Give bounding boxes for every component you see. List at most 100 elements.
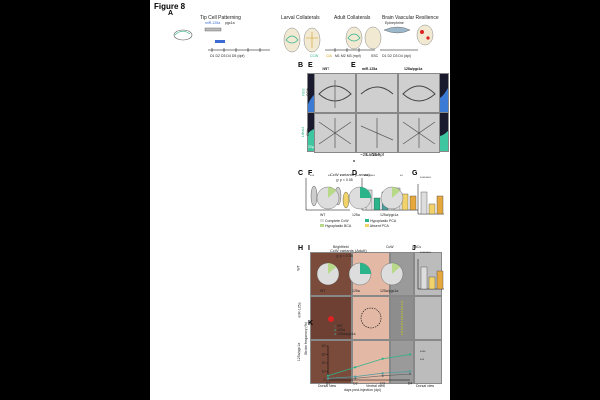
figure-title: Figure 8 [154,2,186,11]
panel-c-label: C [298,170,304,177]
panel-e-img-wt-cia [314,113,356,153]
panel-f-pie-125a: 125a [352,213,360,217]
panel-k-sig2: *** [420,358,425,362]
k-x-tick-label: D2 [353,382,358,386]
panel-b-col-mir: miR-125a [362,67,378,71]
panel-e-img-pgc-ccw [398,73,440,113]
panel-f-pie-wt: WT [320,213,326,217]
panel-h-bf-mir [310,296,352,340]
panel-f-stat: χ² p < 0.05 [336,178,353,182]
panel-f-title: CcW variants (Larvae) [330,172,370,177]
panel-h-footer-dorsal2: Dorsal view [416,384,435,388]
panel-f-pies [316,186,404,210]
k-x-tick-label: D4 [408,382,413,386]
panel-h-header-brightfield: Brightfield [333,245,349,249]
panel-a-ccw-label: CCW [310,54,319,58]
panel-e-placeholder [353,160,355,162]
panel-e-col-3: 125a/pgc1a [404,67,423,71]
k-series-line [327,354,411,377]
panel-d-label: D [352,170,358,177]
panel-e-col-2: miR-125a [362,67,378,71]
k-data-point [326,377,330,380]
pie-adult-wt [316,262,340,286]
k-data-point [381,374,384,377]
panel-h-ventral-pgc [352,340,390,384]
panel-c-sig1: *** [310,174,315,178]
panel-a-label: A [168,10,174,17]
panel-i-pie-pgc: 125a/pgc1a [380,289,399,293]
panel-e-img-wt-ccw [314,73,356,113]
k-data-point [381,372,384,375]
panel-a-timeline1: D1 D2 D3 D4 D5 (dpf) [210,54,245,58]
k-y-tick-label: 40 [322,344,326,348]
legend-125a-pgc1a: ● 125a/pgc1a [334,332,356,336]
panel-d-sig1: ******** [364,174,375,178]
panel-g-label: G [412,170,418,177]
panel-d-sig2: ** [400,174,403,178]
panel-k-xlabel: days post-injection (dpi) [344,388,381,392]
panel-a-section-1: Tip Cell Patterning [200,15,241,21]
panel-i-label: I [308,245,310,252]
panel-i-title: CcW variants (Adult) [330,248,367,253]
timeline1-ticks [211,48,261,52]
panel-i-pie-wt: WT [320,289,326,293]
panel-a-section-3: Adult Collaterals [334,15,371,21]
k-y-tick-label: 30 [322,353,326,357]
k-x-tick-label: D3 [380,382,385,386]
k-data-point [354,366,357,369]
panel-j-label: J [412,245,416,252]
k-data-point [354,377,357,380]
panel-a-timeline2: M1 M2 M3 (mpf) [335,54,361,58]
panel-h-footer-ventral: Ventral view [366,384,385,388]
pie-wt [316,186,340,210]
k-data-point [381,357,384,360]
pie-adult-125a-pgc1a [380,262,404,286]
panel-h-bf-pgc [310,340,352,384]
panel-f-pie-pgc: 125a/pgc1a [380,213,399,217]
panel-h-ccw-pgc [390,340,414,384]
k-y-tick-label: 20 [322,361,326,365]
pie-125a-pgc1a [380,186,404,210]
panel-g-sig: ******** [420,176,431,180]
k-y-tick-label: 0 [324,378,326,382]
panel-j-plot [417,259,444,290]
k-series-line [327,373,411,380]
panel-h-sbc-mir [414,296,442,340]
panel-a-schematic [173,24,434,53]
panel-e-row-ccw: CCW [306,87,311,97]
panel-b-label: B [298,62,304,69]
panel-b-col-wt: WT [322,67,328,71]
panel-e-col-1: WT [324,67,330,71]
k-data-point [326,374,330,377]
panel-h-header-ccw: CcW [386,245,394,249]
k-data-point [408,370,412,373]
panel-b-scalebar: 20µm [308,145,317,149]
panel-a-section-4: Brain Vascular Resilience [382,15,439,21]
panel-e-caption: Larvae [366,152,380,157]
panel-h-footer-dorsal: Dorsal view [318,384,337,388]
pie-125a [348,186,372,210]
panel-g-plot [417,184,444,215]
panel-h-label: H [298,245,304,252]
panel-a-injection-label: miR-125a [205,21,221,25]
panel-k-legend: ● WT ● 125a ● 125a/pgc1a [334,324,355,336]
panel-a-ssc-label: SSC [371,54,379,58]
panel-b-col-pgc: 125a/pgc1a [404,67,423,71]
k-x-tick-label: D1 [326,382,331,386]
panel-a-pgc1a-label: pgc1a [225,21,235,25]
panel-e-img-pgc-cia [398,113,440,153]
panel-a-cia-label: CIA [326,54,332,58]
panel-e-label: E [351,62,356,69]
panel-e-img-mir-cia [356,113,398,153]
panel-i-stat: χ² p < 0.05 [336,254,353,258]
panel-e-label-right: E [308,62,313,69]
k-data-point [354,375,357,378]
panel-a-timeline3: D1 D2 D3 D4 (dpi) [382,54,411,58]
panel-k-ylabel: Stroke frequency (%) [304,322,308,355]
k-series-line [327,371,411,379]
panel-e-row-cias: CIAs [305,128,310,136]
right-column: E WT miR-125a 125a/pgc1a CCW CIAs Larvae… [300,0,450,400]
panel-h-sbc-pgc [414,340,442,384]
panel-c-sig3: * [340,174,342,178]
